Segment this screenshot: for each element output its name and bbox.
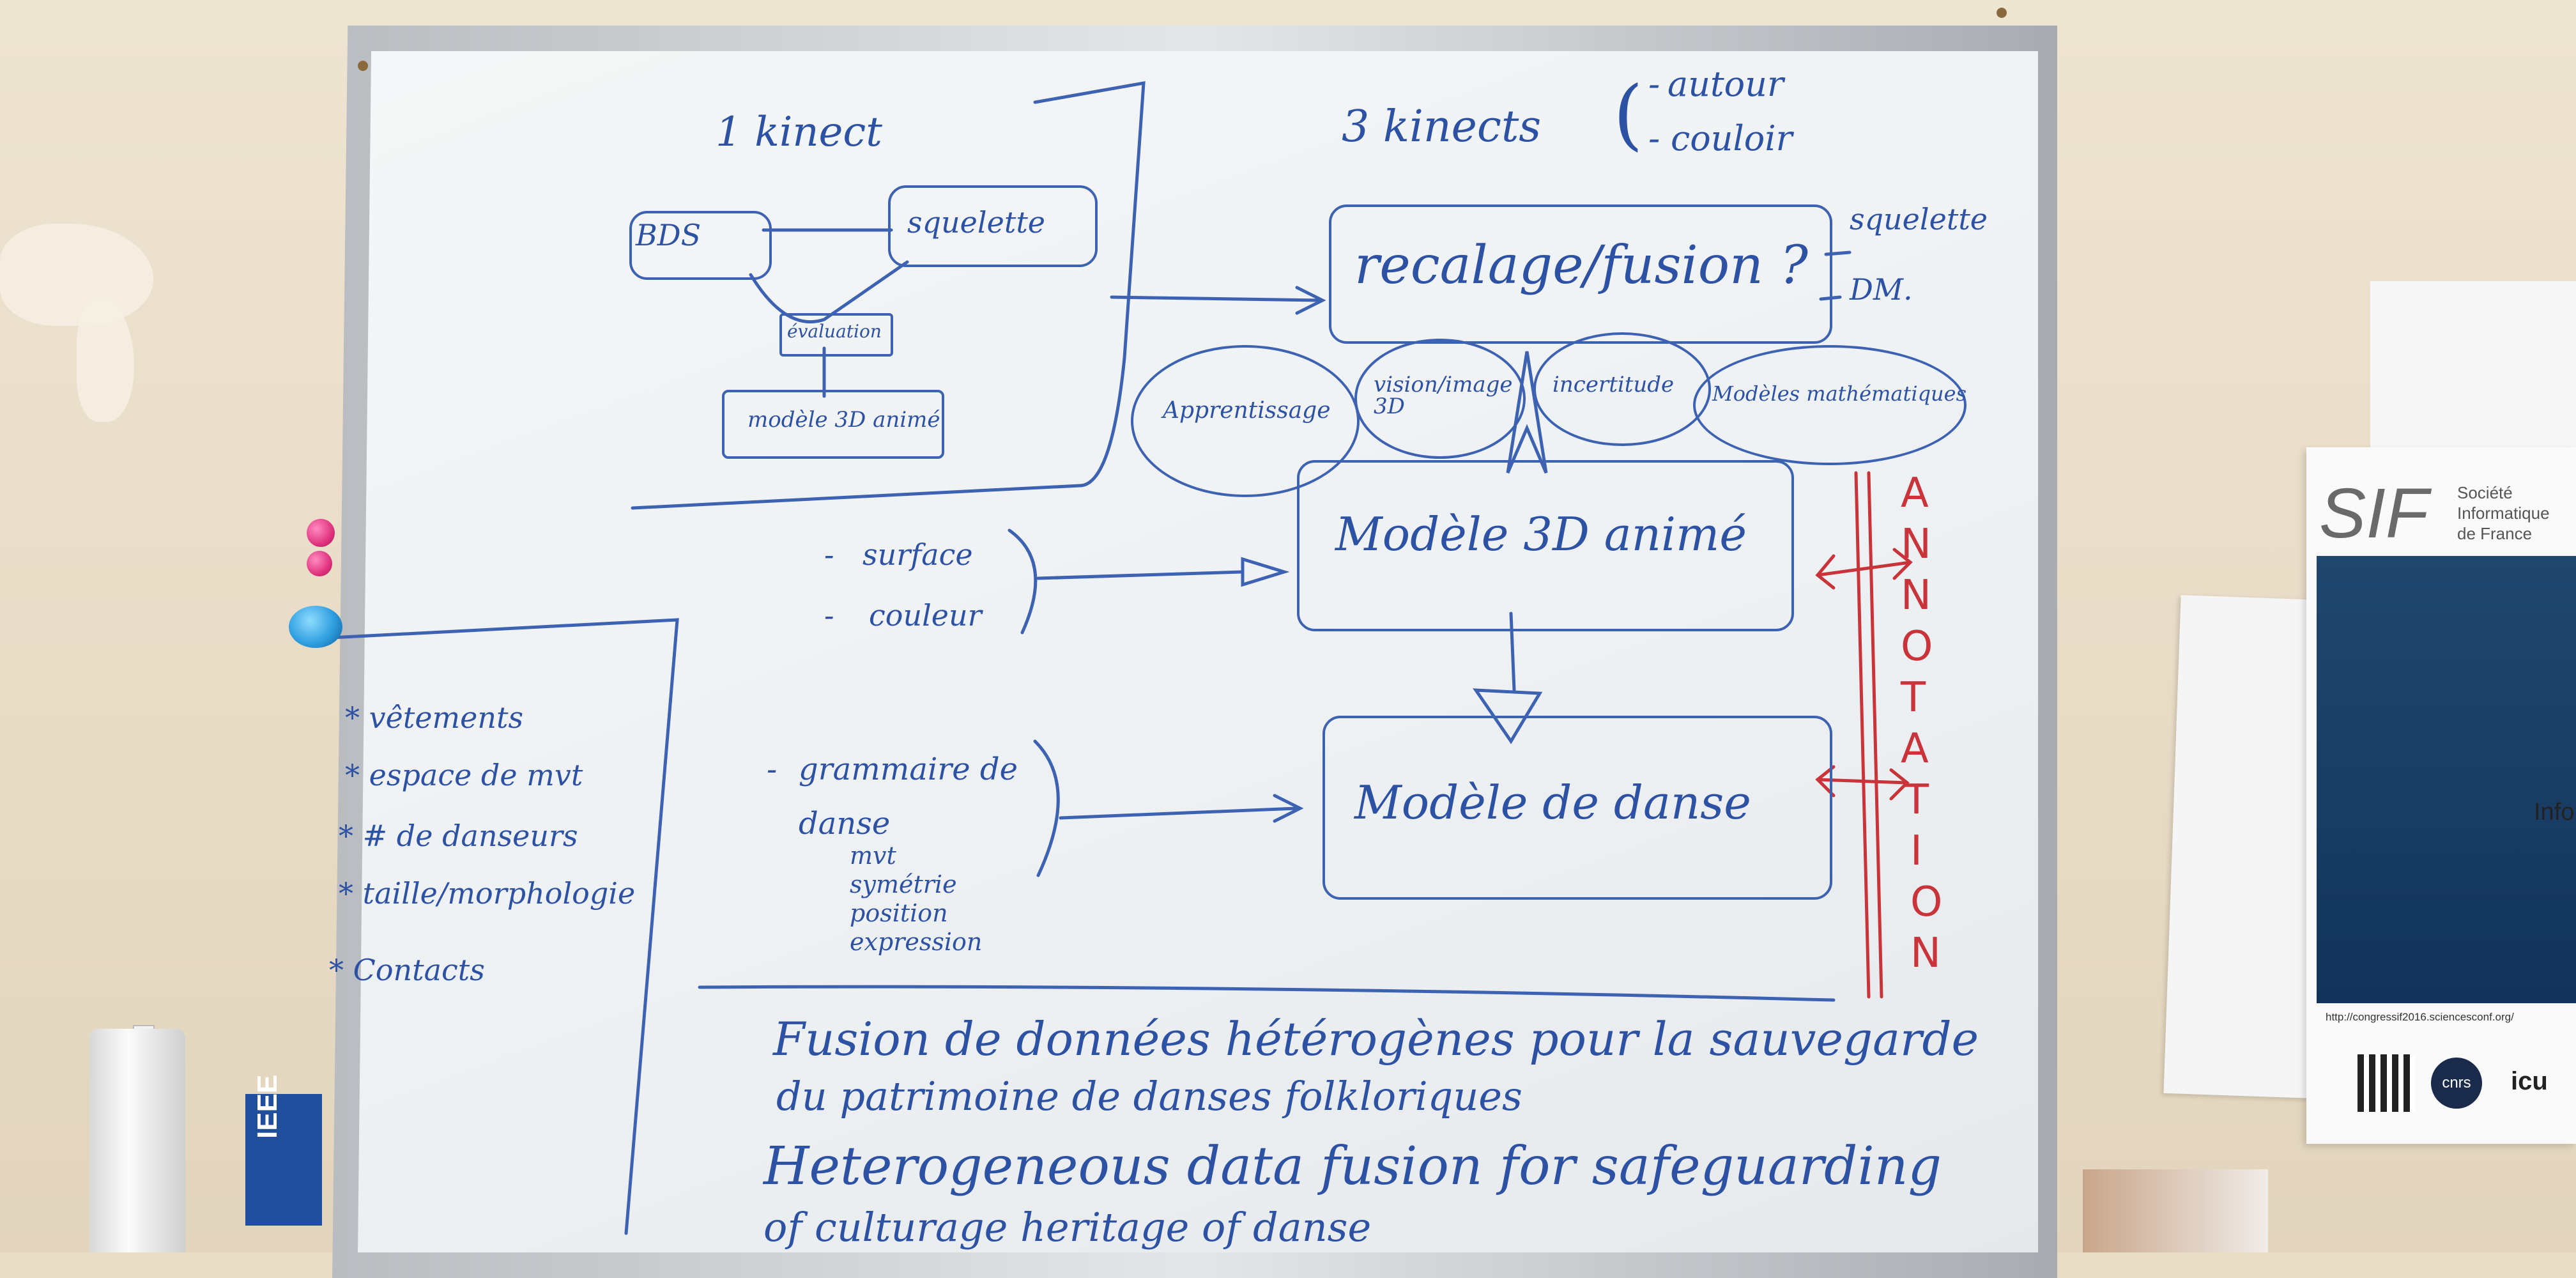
map-text: Info — [2534, 799, 2575, 826]
side-list-item: * Contacts — [329, 953, 485, 987]
europe-map: Info — [2317, 556, 2576, 1003]
danse-label: danse — [799, 806, 891, 842]
modele-danse-box — [1322, 716, 1832, 900]
dash-autour: - — [1648, 64, 1660, 104]
title-fr-line-1: Fusion de données hétérogènes pour la sa… — [773, 1012, 1979, 1066]
annotation-letter: N — [1901, 521, 1931, 568]
title-fr-line-2: du patrimoine de danses folkloriques — [776, 1073, 1522, 1120]
annotation-letter: A — [1901, 470, 1929, 517]
one-kinect-label: 1 kinect — [716, 109, 882, 156]
cloud-modeles — [1693, 345, 1966, 465]
dash-couloir: - — [1648, 118, 1660, 158]
evaluation-box — [779, 313, 893, 357]
bracket: ( — [1613, 70, 1643, 159]
modele-3d-box — [1297, 460, 1794, 631]
pink-magnet — [307, 519, 335, 547]
grammar-item-expression: expression — [850, 928, 983, 956]
bds-label: BDS — [636, 218, 702, 252]
modele-3d-anime-label: Modèle 3D animé — [1335, 507, 1747, 561]
sif-logo: SIF — [2319, 474, 2429, 553]
three-kinects-label: 3 kinects — [1342, 102, 1542, 152]
squelette-box — [888, 185, 1098, 267]
grammar-item-position: position — [850, 899, 948, 927]
paint-crack — [0, 224, 153, 326]
cloud-label-modeles: Modèles mathématiques — [1712, 381, 1967, 406]
evaluation-label: évaluation — [787, 321, 882, 342]
annotation-letter: I — [1910, 828, 1922, 875]
cloud-label-incertitude: incertitude — [1552, 372, 1675, 397]
frame-screw — [1997, 8, 2007, 18]
sif-url: http://congressif2016.sciencesconf.org/ — [2326, 1011, 2514, 1023]
annotation-letter: N — [1910, 930, 1941, 977]
annotation-letter: O — [1901, 623, 1933, 670]
surface-label: surface — [862, 537, 973, 572]
side-list-item: * # de danseurs — [339, 819, 578, 853]
frame-screw — [358, 61, 368, 71]
annotation-letter: T — [1901, 674, 1926, 721]
dash-surface: - — [824, 537, 834, 572]
annotation-letter: N — [1901, 572, 1931, 619]
poster-top — [2370, 281, 2576, 447]
spray-bottle — [89, 1029, 185, 1252]
modele-de-danse-label: Modèle de danse — [1354, 776, 1751, 829]
title-en-line-1: Heterogeneous data fusion for safeguardi… — [763, 1136, 1942, 1197]
dash-grammaire: - — [767, 751, 778, 787]
squelette-right-label: squelette — [1850, 202, 1988, 236]
cloud-vision — [1354, 339, 1526, 459]
comic-poster — [2163, 595, 2328, 1098]
couleur-label: couleur — [869, 598, 982, 633]
recalage-fusion-label: recalage/fusion ? — [1354, 235, 1808, 296]
couloir-label: couloir — [1671, 118, 1793, 158]
photo-print — [2083, 1169, 2268, 1252]
sif-line-2: Informatique — [2457, 504, 2550, 523]
modele-anime-small-label: modèle 3D animé — [747, 407, 940, 433]
annotation-letter: T — [1904, 776, 1929, 824]
side-list-item: * taille/morphologie — [339, 876, 636, 911]
sif-line-1: Société — [2457, 483, 2513, 502]
dash-couleur: - — [824, 598, 834, 633]
paint-crack — [77, 300, 134, 422]
side-list-item: * vêtements — [345, 700, 524, 735]
cloud-label-vision: vision/image 3D — [1374, 372, 1513, 419]
title-en-line-2: of culturage heritage of danse — [763, 1204, 1372, 1251]
qr-code-icon — [2358, 1054, 2415, 1112]
icu-logo: icu — [2511, 1067, 2548, 1095]
modele-small-box — [722, 390, 944, 459]
grammaire-label: grammaire de — [799, 751, 1018, 787]
side-list-item: * espace de mvt — [345, 758, 583, 792]
grammar-item-symetrie: symétrie — [850, 870, 957, 898]
bds-box — [629, 211, 772, 280]
cloud-apprentissage — [1131, 345, 1360, 497]
annotation-letter: A — [1901, 725, 1929, 773]
sif-line-3: de France — [2457, 524, 2533, 543]
dm-label: DM. — [1850, 272, 1913, 307]
ieee-sticker: IEEE — [245, 1075, 322, 1226]
cloud-label-apprentissage: Apprentissage — [1163, 397, 1331, 424]
autour-label: autour — [1667, 64, 1784, 104]
cnrs-logo: cnrs — [2431, 1058, 2482, 1109]
grammar-item-mvt: mvt — [850, 842, 896, 870]
annotation-letter: O — [1910, 879, 1943, 926]
pink-magnet — [307, 551, 332, 576]
ieee-logo-text: IEEE — [252, 1074, 283, 1139]
squelette-left-label: squelette — [907, 205, 1046, 240]
blue-magnet — [289, 606, 342, 648]
